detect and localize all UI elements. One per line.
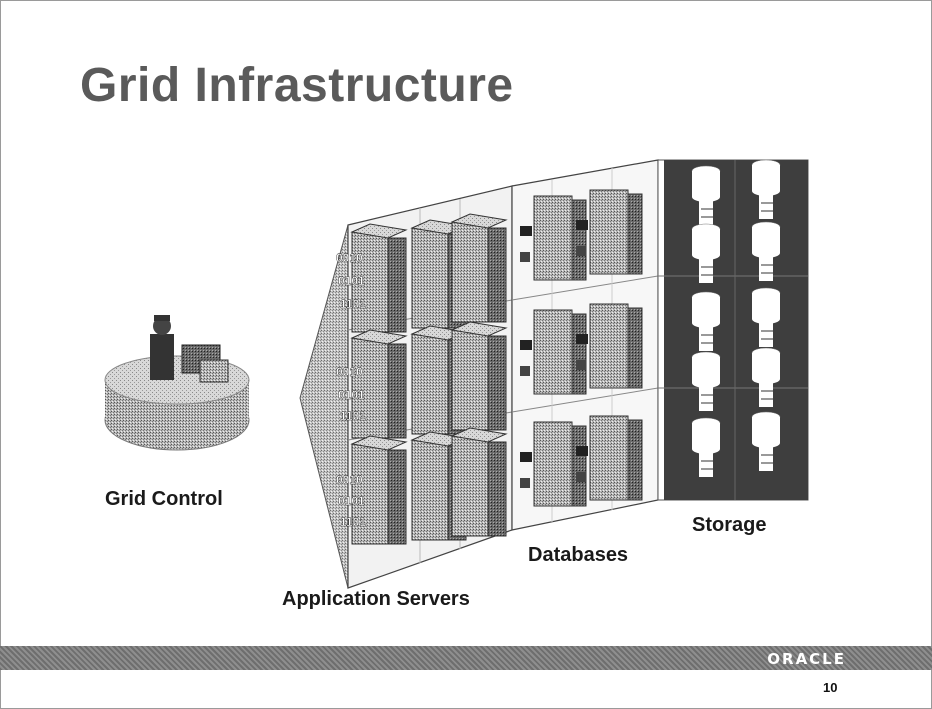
binary-row-c2: 0101 (338, 494, 365, 508)
binary-row-b2: 0101 (338, 388, 365, 402)
databases-label: Databases (528, 544, 629, 566)
grid-control-label: Grid Control (105, 488, 223, 510)
binary-row-b3: 1101 (340, 409, 366, 423)
slide-title: Grid Infrastructure (80, 59, 514, 112)
binary-row-a1: 0010 (336, 251, 363, 265)
oracle-logo: ORACLE (767, 650, 846, 668)
app-server-stack-1b (451, 213, 507, 323)
binary-row-a2: 0101 (338, 274, 365, 288)
connection-fan (299, 224, 349, 589)
binary-row-c1: 0010 (336, 473, 363, 487)
application-servers-label: Application Servers (282, 588, 470, 610)
page-number: 10 (823, 680, 838, 695)
storage-label: Storage (692, 514, 767, 536)
footer-bar (0, 646, 932, 670)
binary-row-a3: 1101 (340, 297, 366, 311)
app-server-stack-3 (351, 427, 507, 545)
grid-control-icon (104, 315, 250, 451)
app-server-stack-2 (351, 321, 507, 439)
binary-row-b1: 0010 (336, 365, 363, 379)
binary-row-c3: 1101 (340, 515, 366, 529)
databases-panel (511, 159, 659, 531)
application-servers-panel (347, 185, 513, 589)
storage-panel (657, 159, 809, 501)
